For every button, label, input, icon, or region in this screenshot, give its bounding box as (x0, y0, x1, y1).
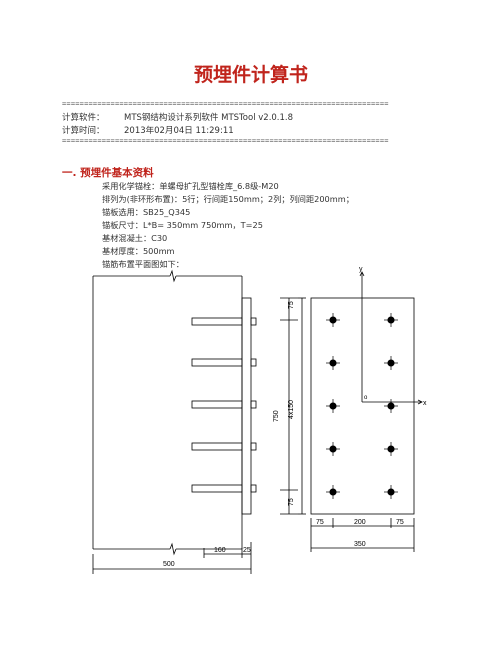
anchor-plate-side (241, 297, 252, 515)
meta-time-label: 计算时间： (62, 126, 105, 136)
info-line-thickness: 基材厚度：500mm (102, 246, 175, 256)
info-line-plate-size: 锚板尺寸：L*B= 350mm 750mm，T=25 (102, 220, 263, 230)
anchor-hole (326, 313, 340, 327)
dim-total-750: 750 (273, 410, 280, 422)
anchor-hole (326, 356, 340, 370)
dim-25: 25 (243, 547, 251, 554)
anchor-hole (384, 399, 398, 413)
plan-view (310, 271, 423, 552)
anchor-hole (384, 313, 398, 327)
anchor-hole (384, 485, 398, 499)
info-line-concrete: 基材混凝土：C30 (102, 233, 168, 243)
anchor-hole (326, 442, 340, 456)
anchor-layout-drawing: 75 4x150 75 750 160 25 500 (92, 266, 427, 574)
axis-x-label: x (423, 400, 427, 407)
dim-bottom-75-left: 75 (316, 519, 324, 526)
info-line-anchor: 采用化学锚栓：单螺母扩孔型锚栓库_6.8级-M20 (102, 181, 279, 191)
anchor-hole (326, 485, 340, 499)
document-title: 预埋件计算书 (193, 64, 308, 86)
origin-label: o (364, 395, 368, 401)
anchor-hole (384, 442, 398, 456)
dim-500: 500 (163, 561, 175, 568)
anchor-plate-plan (310, 297, 415, 515)
anchor-hole (384, 356, 398, 370)
break-mark-bottom (169, 542, 177, 556)
anchor-bolts-side (191, 317, 257, 493)
section-title: 一. 预埋件基本资料 (62, 167, 154, 179)
dim-160: 160 (214, 547, 226, 554)
meta-time: 计算时间： 2013年02月04日 11:29:11 (62, 124, 234, 136)
separator-bottom: ========================================… (62, 137, 389, 145)
break-mark-top (169, 269, 177, 283)
anchor-holes-plan (326, 313, 398, 499)
dim-bottom-200: 200 (354, 519, 366, 526)
info-line-arrangement: 排列为(非环形布置)：5行；行间距150mm；2列；列间距200mm； (102, 194, 354, 204)
side-view (92, 269, 306, 574)
axis-y-label: y (359, 266, 363, 273)
meta-time-value: 2013年02月04日 11:29:11 (124, 126, 234, 136)
anchor-hole (326, 399, 340, 413)
dim-side-75-bottom: 75 (288, 498, 295, 506)
meta-software-value: MTS钢结构设计系列软件 MTSTool v2.0.1.8 (124, 113, 294, 123)
meta-software: 计算软件： MTS钢结构设计系列软件 MTSTool v2.0.1.8 (62, 111, 293, 123)
dim-bottom-75-right: 75 (396, 519, 404, 526)
dim-side-4x150: 4x150 (288, 400, 295, 419)
info-line-layout-caption: 锚筋布置平面图如下： (102, 259, 184, 269)
info-line-plate: 锚板选用：SB25_Q345 (102, 207, 191, 217)
dim-bottom-350: 350 (354, 541, 366, 548)
dim-side-75-top: 75 (288, 301, 295, 309)
separator-top: ========================================… (62, 100, 389, 108)
meta-software-label: 计算软件： (62, 113, 105, 123)
